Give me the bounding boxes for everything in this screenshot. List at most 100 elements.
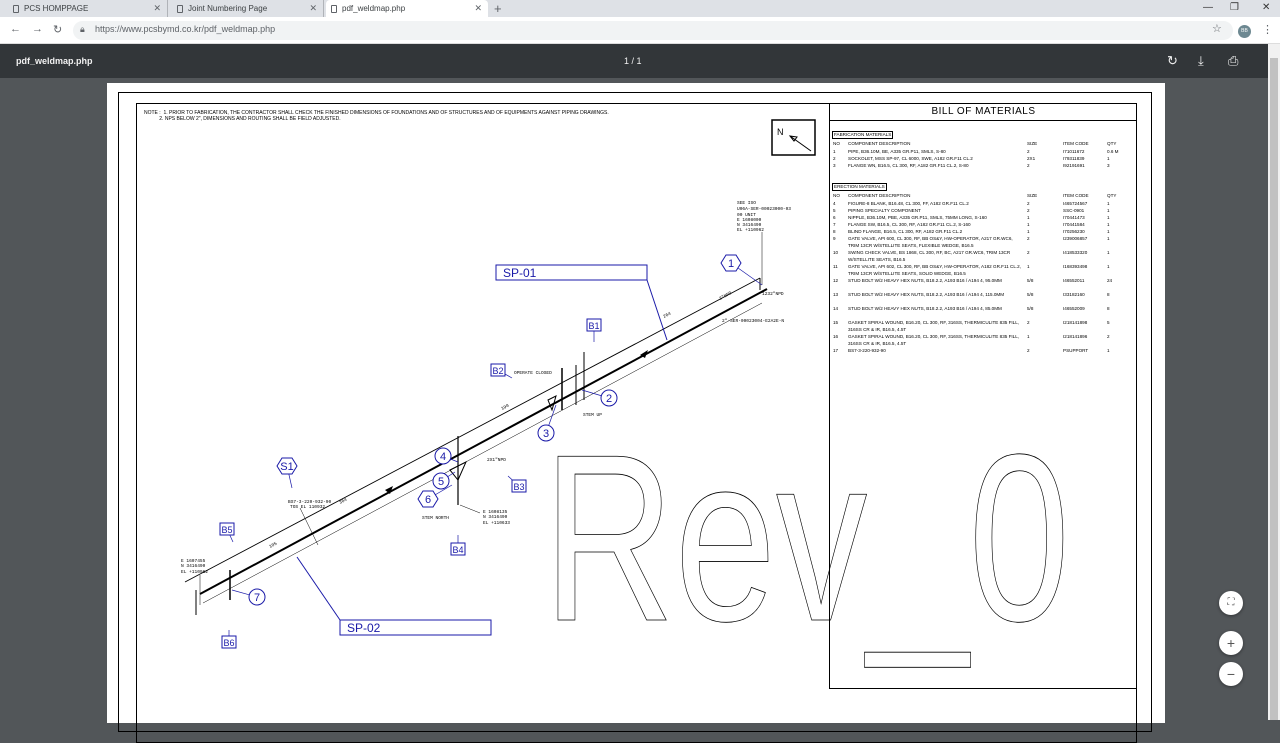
bom-cell-qty: 1 [1107, 229, 1110, 234]
bolt-callout-b1-shape [586, 318, 602, 332]
leader-line [299, 507, 319, 546]
bom-cell-no: 1 [833, 149, 836, 154]
column-header-no: NO [833, 193, 840, 198]
bom-cell-size: 2 [1027, 250, 1030, 255]
print-icon[interactable]: ⎙ [1228, 53, 1239, 68]
page-indicator: 1 / 1 [624, 56, 642, 66]
bolt-callout-b3: B3 [513, 482, 524, 492]
bom-cell-no: 3 [833, 163, 836, 168]
dimension-label: 364 [338, 497, 348, 506]
bom-cell-desc: SOCKOLET, MSS SP-97, CL 6000, SWE, A182 … [848, 156, 973, 161]
bookmark-star-icon[interactable]: ☆ [1212, 23, 1222, 35]
bom-cell-code: I70256230 [1063, 229, 1085, 234]
ref-text: U06A-SER-00023000-03 [737, 206, 791, 212]
column-header-qty: QTY [1107, 141, 1117, 146]
bom-cell-desc: PIPING SPECIALTY COMPONENT [848, 208, 921, 213]
maximize-button[interactable]: ❐ [1230, 2, 1239, 13]
bom-cell-size: 5/8 [1027, 306, 1034, 311]
dimension-line [202, 302, 763, 604]
bom-cell-desc: FLANGE SW, B16.5, CL 300, RF, A182 GR.F1… [848, 222, 971, 227]
close-window-button[interactable]: ✕ [1262, 2, 1271, 13]
coord-text: E 1608135 [483, 509, 508, 515]
bom-cell-size: 1 [1027, 215, 1030, 220]
bom-cell-size: 2 [1027, 348, 1030, 353]
bom-cell-desc: FIGURE-8 BLANK, B16.48, CL 300, FF, A182… [848, 201, 969, 206]
tab-pdf-weldmap[interactable]: pdf_weldmap.php✕ [326, 0, 488, 17]
bom-cell-qty: 3 [1107, 163, 1110, 168]
support-callout-s1-shape [276, 457, 298, 475]
bom-cell-size: 5/8 [1027, 278, 1034, 283]
scrollbar-thumb[interactable] [1270, 58, 1278, 720]
bom-cell-desc: GATE VALVE, API 600, CL 300, RF, BB OS&Y… [848, 236, 1013, 248]
rotate-icon[interactable]: ↻ [1167, 53, 1178, 68]
bom-cell-no: 14 [833, 306, 839, 311]
bom-cell-code: I46552011 [1063, 278, 1085, 283]
weld-callout-6: 6 [425, 494, 431, 506]
bom-cell-no: 7 [833, 222, 836, 227]
omnibox[interactable] [73, 21, 1233, 40]
bom-cell-no: 8 [833, 229, 836, 234]
bom-cell-code: I239006857 [1063, 236, 1088, 241]
bom-title: BILL OF MATERIALS [830, 103, 1137, 121]
url-host: https://www.pcsbymd.co.kr [95, 24, 202, 34]
close-tab-icon[interactable]: ✕ [153, 3, 161, 13]
zoom-in-button[interactable]: + [1219, 631, 1243, 655]
bom-cell-no: 11 [833, 264, 838, 269]
weld-callout-3: 3 [543, 428, 549, 440]
bom-cell-size: 2 [1027, 149, 1030, 154]
ref-text: SEE ISO [737, 200, 756, 206]
dimension-label: 190 [500, 403, 510, 412]
reload-icon[interactable]: ↻ [53, 24, 63, 36]
bom-cell-desc: STUD BOLT W/2 HEAVY HEX NUTS, B18.2.2, A… [848, 278, 1002, 283]
url-field[interactable]: https://www.pcsbymd.co.kr/pdf_weldmap.ph… [95, 24, 275, 34]
isometric-drawing: N SEE ISO U06A-SER-00023000-03 00 UNIT E… [181, 119, 1070, 671]
bom-cell-desc: PIPE, B36.10M, BE, A335 GR.P11, SMLS, S-… [848, 149, 946, 154]
bom-cell-no: 4 [833, 201, 836, 206]
bom-cell-qty: 1 [1107, 264, 1110, 269]
bom-cell-desc: BLIND FLANGE, B16.5, CL 300, RF, A182 GR… [848, 229, 963, 234]
forward-icon[interactable]: → [32, 23, 43, 35]
support-text: BS7-3-220-932-90 [288, 499, 332, 505]
bom-cell-qty: 2 [1107, 334, 1110, 339]
avatar[interactable]: BB [1238, 25, 1251, 38]
bom-cell-desc: STUD BOLT W/2 HEAVY HEX NUTS, B18.2.2, A… [848, 306, 1002, 311]
new-tab-button[interactable]: + [494, 1, 502, 16]
bom-cell-qty: 1 [1107, 208, 1110, 213]
zoom-out-button[interactable]: − [1219, 662, 1243, 686]
bom-cell-qty: 1 [1107, 215, 1110, 220]
ref-text: EL +110962 [737, 227, 764, 233]
pdf-title: pdf_weldmap.php [16, 56, 93, 66]
north-label: N [777, 127, 784, 137]
npd-label: 2X1"NPD [487, 457, 506, 463]
tab-joint-numbering[interactable]: Joint Numbering Page✕ [172, 0, 324, 17]
close-tab-icon[interactable]: ✕ [309, 3, 317, 13]
weld-callout-2: 2 [606, 393, 612, 405]
bom-cell-qty: 24 [1107, 278, 1113, 283]
close-tab-icon[interactable]: ✕ [474, 3, 482, 13]
fit-page-button[interactable]: ⛶ [1219, 591, 1243, 615]
tab-label: PCS HOMPPAGE [24, 4, 89, 13]
page-icon [13, 5, 19, 13]
bom-cell-code: I418533320 [1063, 250, 1088, 255]
bom-cell-qty: 1 [1107, 348, 1110, 353]
bom-cell-code: I33182160 [1063, 292, 1085, 297]
back-icon[interactable]: ← [10, 23, 21, 35]
scrollbar[interactable] [1268, 44, 1280, 720]
bom-cell-code: I218141898 [1063, 320, 1088, 325]
bolt-callout-b2-shape [490, 363, 506, 377]
ref-text: E 1608000 [737, 217, 762, 223]
bom-cell-no: 5 [833, 208, 836, 213]
npd-label: 1232"NPD [762, 291, 784, 297]
bom-cell-code: PSUPPORT [1063, 348, 1089, 353]
bom-cell-size: 1 [1027, 334, 1030, 339]
tab-pcs-homepage[interactable]: PCS HOMPPAGE ✕ [8, 0, 168, 17]
download-icon[interactable]: ⤓ [1198, 53, 1204, 68]
drawing-notes: NOTE : 1. PRIOR TO FABRICATION, THE CONT… [144, 110, 609, 122]
bom-cell-size: 2 [1027, 201, 1030, 206]
bom-cell-code: I465724567 [1063, 201, 1088, 206]
bom-cell-qty: 1 [1107, 156, 1110, 161]
bom-cell-no: 10 [833, 250, 839, 255]
minimize-button[interactable]: — [1203, 2, 1213, 13]
menu-icon[interactable]: ⋮ [1262, 24, 1273, 36]
lock-icon[interactable]: 🔒︎ [80, 24, 85, 34]
